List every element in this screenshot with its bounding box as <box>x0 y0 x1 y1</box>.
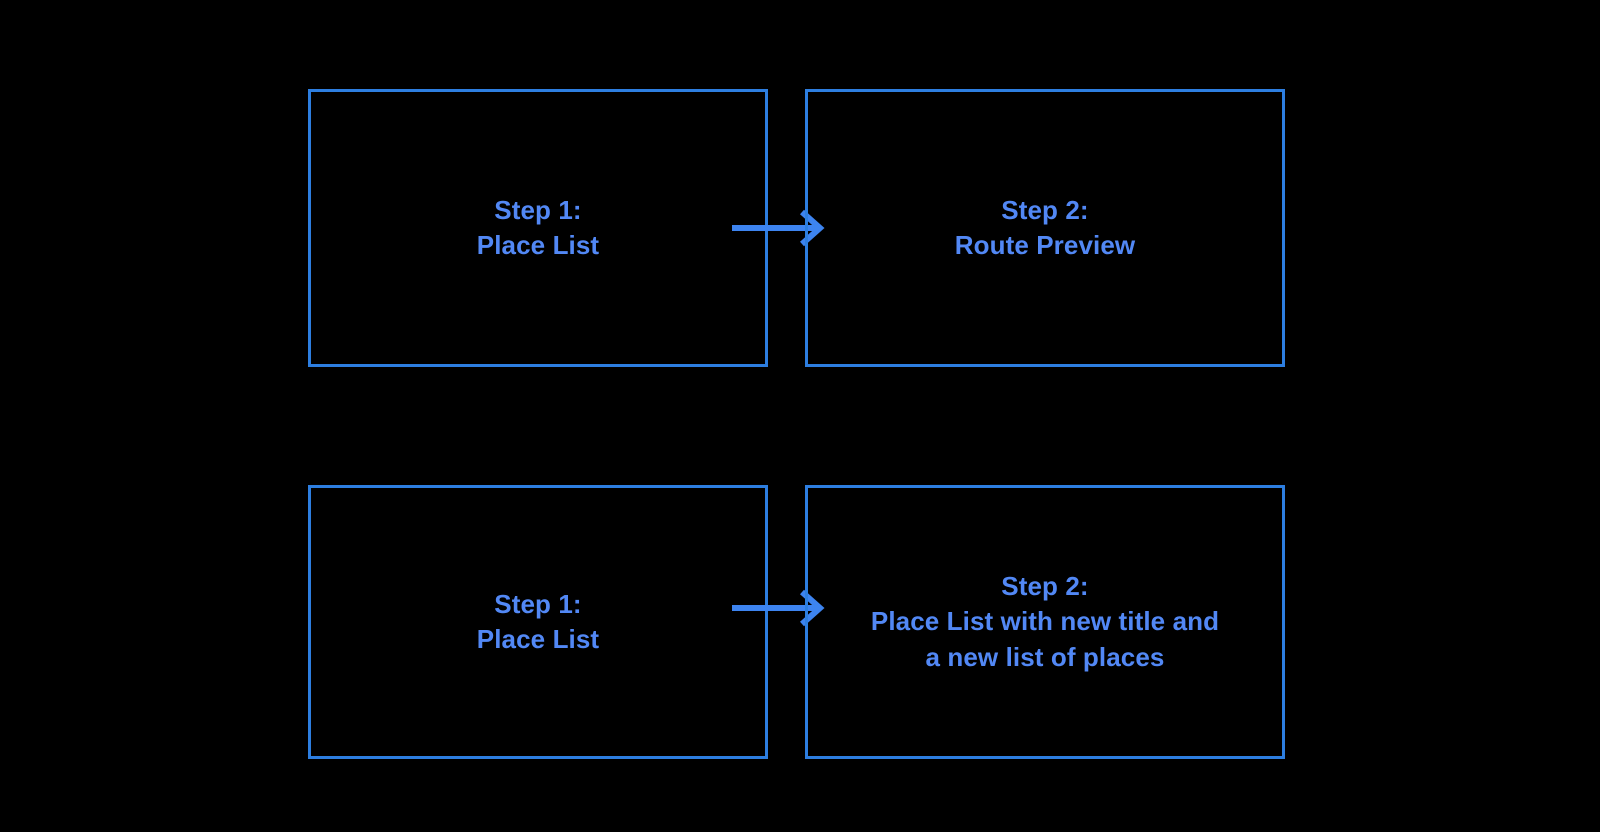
flow-step-box-row1-step1[interactable]: Step 1: Place List <box>308 89 768 367</box>
flow-step-label-row2-step2: Step 2: Place List with new title and a … <box>870 570 1220 672</box>
flow-step-label-row1-step2: Step 2: Route Preview <box>954 194 1136 260</box>
flow-step-label-row2-step1: Step 1: Place List <box>476 588 600 654</box>
flow-step-box-row2-step2[interactable]: Step 2: Place List with new title and a … <box>805 485 1285 759</box>
flow-step-label-row1-step1: Step 1: Place List <box>476 194 600 260</box>
flow-step-box-row1-step2[interactable]: Step 2: Route Preview <box>805 89 1285 367</box>
flow-step-box-row2-step1[interactable]: Step 1: Place List <box>308 485 768 759</box>
